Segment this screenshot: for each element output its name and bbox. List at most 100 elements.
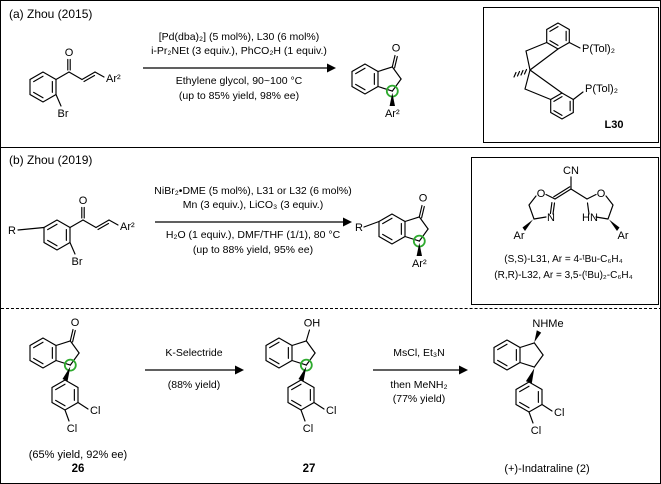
section-b-label: (b) Zhou (2019) xyxy=(9,153,93,167)
dichlorophenyl-bonds xyxy=(51,379,89,422)
ligand-l32-definition: (R,R)-L32, Ar = 3,5-(ᵗBu)₂-C₆H₄ xyxy=(494,270,633,281)
cyclopentanone-ring xyxy=(377,54,402,92)
section-divider-dashed xyxy=(1,308,660,309)
atom-label-o: O xyxy=(79,195,88,207)
conditions-b-above-2: Mn (3 equiv.), LiCO₃ (3 equiv.) xyxy=(182,199,324,211)
conditions-a-above-2: i-Pr₂NEt (3 equiv.), PhCO₂H (1 equiv.) xyxy=(151,45,327,57)
dichlorophenyl-bonds xyxy=(287,379,325,422)
enone-chain-bonds xyxy=(55,58,105,107)
wedge-bond-right xyxy=(609,219,620,231)
step1-reagent: K-Selectride xyxy=(165,347,223,359)
wedge-bond xyxy=(389,92,395,106)
atom-label-cl-2: Cl xyxy=(303,423,313,435)
atom-label-oh: OH xyxy=(304,318,321,330)
atom-label-o-right: O xyxy=(597,188,606,200)
wedge-bond xyxy=(298,366,307,382)
arrow-shape xyxy=(155,217,352,227)
conditions-a-below-1: Ethylene glycol, 90~100 °C xyxy=(175,75,303,87)
bisoxazoline-bonds xyxy=(528,176,614,220)
arrow-shape xyxy=(373,365,468,375)
structure-b-reactant: R O Ar² Br xyxy=(8,195,135,268)
atom-label-o: O xyxy=(419,193,428,205)
enone-chain-bonds xyxy=(17,206,119,255)
conditions-b-below-2: (up to 88% yield, 95% ee) xyxy=(192,244,314,256)
atom-label-r: R xyxy=(355,222,363,234)
atom-label-cl-1: Cl xyxy=(326,405,336,417)
arrow-shape xyxy=(145,365,244,375)
ligand-box-l30: P(Tol)₂ P(Tol)₂ L30 xyxy=(483,7,659,143)
atom-label-cl-1: Cl xyxy=(554,407,564,419)
atom-label-ar-right: Ar xyxy=(618,230,629,242)
arrow-shape xyxy=(143,63,336,73)
atom-label-ar-left: Ar xyxy=(514,230,525,242)
atom-label-r: R xyxy=(8,225,16,237)
step1-yield: (88% yield) xyxy=(167,379,221,391)
conditions-b-below-1: H₂O (1 equiv.), DMF/THF (1/1), 80 °C xyxy=(165,229,341,241)
spiro-biindane-bonds xyxy=(524,22,584,120)
structure-a-product: O Ar² xyxy=(351,43,402,120)
wedge-bond xyxy=(62,366,71,382)
atom-label-o: O xyxy=(65,47,74,59)
yield-26-label: (65% yield, 92% ee) xyxy=(28,449,128,461)
structure-l30: P(Tol)₂ P(Tol)₂ L30 xyxy=(513,22,624,131)
ligand-box-l31-l32: CN O O N HN Ar Ar (S,S)-L31, Ar = 4-ᵗBu-… xyxy=(471,157,659,305)
atom-label-o: O xyxy=(392,43,401,55)
ligand-label-l30: L30 xyxy=(605,119,624,131)
atom-label-br: Br xyxy=(58,108,69,120)
atom-label-ptol2-top: P(Tol)₂ xyxy=(582,43,615,55)
atom-label-n: N xyxy=(547,212,555,224)
ligand-l31-definition: (S,S)-L31, Ar = 4-ᵗBu-C₆H₄ xyxy=(504,254,623,265)
section-divider-solid xyxy=(1,147,660,148)
structure-b-product: R O Ar² xyxy=(355,193,429,270)
atom-label-hn: HN xyxy=(582,212,598,224)
cyclopentanone-ring xyxy=(404,204,429,242)
atom-label-nhme: NHMe xyxy=(532,318,563,330)
indatraline-label: (+)-Indatraline (2) xyxy=(504,463,590,475)
structure-26: O Cl Cl xyxy=(29,317,100,435)
structure-a-reactant: O Ar² Br xyxy=(29,47,121,120)
reaction-arrow-b xyxy=(155,217,352,227)
hash-wedge-bond xyxy=(513,68,528,78)
reaction-arrow-a xyxy=(143,63,336,73)
atom-label-o: O xyxy=(71,317,80,329)
wedge-bond-aryl xyxy=(525,368,535,384)
atom-label-cl-1: Cl xyxy=(90,405,100,417)
conditions-a-above-1: [Pd(dba)₂] (5 mol%), L30 (6 mol%) xyxy=(158,31,320,43)
atom-label-o-left: O xyxy=(537,188,546,200)
indanol-bonds xyxy=(265,329,316,369)
atom-label-ar2: Ar² xyxy=(106,73,121,85)
benzene-ring xyxy=(43,219,71,251)
benzene-ring xyxy=(363,213,406,245)
stereocenter-highlight-circle xyxy=(63,358,77,372)
atom-label-cl-2: Cl xyxy=(531,425,541,437)
compound-27-number: 27 xyxy=(302,463,316,475)
compound-26-number: 26 xyxy=(71,463,85,475)
atom-label-cn: CN xyxy=(563,165,579,177)
atom-label-br: Br xyxy=(72,256,83,268)
indanone-bonds xyxy=(29,328,80,369)
structure-l31-l32: CN O O N HN Ar Ar xyxy=(514,165,629,242)
stereocenter-highlight-circle xyxy=(299,358,313,372)
atom-label-ptol2-bottom: P(Tol)₂ xyxy=(585,83,618,95)
dichlorophenyl-bonds xyxy=(515,381,553,424)
atom-label-ar2: Ar² xyxy=(412,258,427,270)
step2-reagent-2: then MeNH₂ xyxy=(390,379,448,391)
structure-indatraline: NHMe Cl Cl xyxy=(493,318,564,437)
atom-label-ar2: Ar² xyxy=(385,108,400,120)
benzene-ring xyxy=(351,63,379,95)
atom-label-cl-2: Cl xyxy=(67,423,77,435)
wedge-bond xyxy=(416,242,422,256)
atom-label-ar2: Ar² xyxy=(120,221,135,233)
conditions-a-below-2: (up to 85% yield, 98% ee) xyxy=(178,90,300,102)
indane-bonds xyxy=(493,339,544,371)
reaction-arrow-c2 xyxy=(373,365,468,375)
benzene-ring xyxy=(29,71,57,103)
step2-yield: (77% yield) xyxy=(392,393,446,405)
wedge-bond-left xyxy=(522,219,533,231)
step2-reagent-1: MsCl, Et₃N xyxy=(393,347,445,359)
wedge-bond-nhme xyxy=(534,330,542,343)
structure-27: OH Cl Cl xyxy=(265,318,336,435)
section-a-label: (a) Zhou (2015) xyxy=(9,7,93,21)
conditions-b-above-1: NiBr₂•DME (5 mol%), L31 or L32 (6 mol%) xyxy=(154,185,352,197)
